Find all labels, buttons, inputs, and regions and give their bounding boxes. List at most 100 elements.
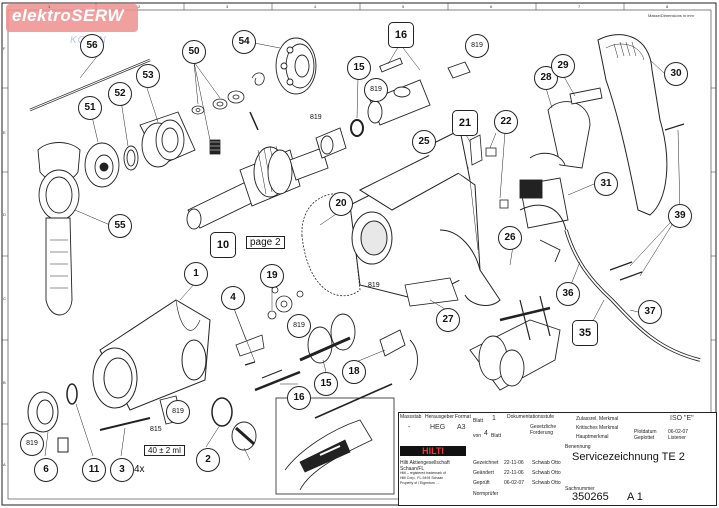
tb-herausgeber-label: Herausgeber: [425, 414, 454, 420]
tb-geaendert-label: Geändert: [473, 470, 494, 476]
callout-37[interactable]: 36: [556, 282, 580, 306]
callout-50[interactable]: 50: [182, 40, 206, 64]
front-cap-part: [27, 383, 78, 453]
label-819-d: 819: [368, 282, 380, 289]
label-819-a: 819: [310, 114, 322, 121]
callout-16[interactable]: 16: [388, 22, 414, 48]
watermark-badge: [6, 4, 138, 32]
tb-geprueft-name: Schwab Otto: [532, 480, 561, 486]
cable-part: [519, 204, 701, 362]
dimension-note: Masse/Dimensions in mm: [648, 13, 694, 18]
callout-27-upper[interactable]: 25: [412, 130, 436, 154]
grid-col-3: 3: [226, 4, 229, 9]
tb-plotdatum-value: 06-02-07: [668, 429, 689, 435]
callout-53[interactable]: 53: [136, 64, 160, 88]
callout-30[interactable]: 29: [551, 54, 575, 78]
tb-geprueft-label: Geprüft: [473, 480, 490, 486]
callout-54[interactable]: 54: [232, 30, 256, 54]
label-815: 815: [150, 426, 162, 433]
nose-housing-part: [92, 299, 211, 411]
tb-von-suffix: Blatt: [491, 433, 502, 439]
tb-benennung-label: Benennung: [565, 444, 591, 450]
label-819-f[interactable]: 819: [20, 432, 44, 456]
bearing-part: [275, 37, 317, 95]
callout-55[interactable]: 55: [108, 214, 132, 238]
tb-massstab-label: Massstab: [400, 414, 422, 420]
callout-29[interactable]: 28: [534, 66, 558, 90]
label-819-b[interactable]: 819: [364, 78, 388, 102]
leaflet-part: [404, 277, 459, 307]
tb-merkmal-3: Hauptmerkmal: [576, 434, 609, 440]
tb-blatt-label: Blatt: [473, 418, 484, 424]
tb-doku-label: Dokumentationsstufe: [507, 414, 554, 420]
callout-31[interactable]: 30: [664, 62, 688, 86]
handle-housing-part: [597, 34, 668, 216]
callout-25[interactable]: 21: [452, 110, 478, 136]
label-819-e[interactable]: 819: [287, 314, 311, 338]
page-ref-label[interactable]: page 2: [246, 236, 285, 249]
callout-19[interactable]: 16: [287, 386, 311, 410]
tb-gezeichnet-label: Gezeichnet: [473, 460, 499, 466]
tb-benennung-value: Servicezeichnung TE 2: [572, 451, 685, 463]
tb-von-label: von: [473, 433, 482, 439]
callout-15[interactable]: 15: [347, 56, 371, 80]
tb-format-value: A3: [457, 424, 466, 431]
callout-1[interactable]: 1: [184, 262, 208, 286]
callout-6[interactable]: 6: [34, 458, 58, 482]
callout-11[interactable]: 11: [82, 458, 106, 482]
tb-projection: ISO "E": [670, 415, 694, 422]
callout-28[interactable]: 27: [436, 308, 460, 332]
screw-parts: [609, 123, 685, 281]
tb-geaendert-date: 22-11-06: [504, 470, 524, 476]
clutch-parts: [84, 111, 196, 188]
callout-20[interactable]: 18: [342, 360, 366, 384]
callout-21[interactable]: 19: [260, 264, 284, 288]
grid-row-c: C: [3, 296, 6, 301]
callout-26[interactable]: 22: [494, 110, 518, 134]
side-handle-part: [37, 142, 81, 316]
callout-52[interactable]: 52: [108, 82, 132, 106]
callout-51[interactable]: 51: [78, 96, 102, 120]
callout-38[interactable]: 37: [638, 300, 662, 324]
callout-18[interactable]: 15: [314, 372, 338, 396]
tb-von-value: 4: [484, 430, 488, 437]
callout-27-lower[interactable]: 26: [498, 226, 522, 250]
watermark-brand: elektroSERW: [12, 6, 124, 25]
label-819-c[interactable]: 819: [465, 34, 489, 58]
callout-10[interactable]: 10: [210, 232, 236, 258]
label-819-g[interactable]: 819: [166, 400, 190, 424]
spindle-part: [186, 145, 329, 230]
gear-shaft-part: [254, 313, 418, 419]
detail-inset: [275, 397, 395, 495]
grid-col-6: 6: [490, 4, 493, 9]
gear-part: [267, 149, 293, 195]
callout-36[interactable]: 35: [572, 320, 598, 346]
tb-blatt-value: 1: [492, 415, 496, 422]
grid-row-f: F: [3, 46, 6, 51]
tb-plotdatum-label: Plotdatum: [634, 429, 657, 435]
grid-col-2: 2: [138, 4, 141, 9]
tb-gezeichnet-date: 22-11-06: [504, 460, 524, 466]
callout-2[interactable]: 2: [196, 448, 220, 472]
callout-3[interactable]: 3: [110, 458, 134, 482]
callout-35[interactable]: 31: [594, 172, 618, 196]
tb-merkmal-1: Zulassrel. Merkmal: [576, 416, 619, 422]
callout-56[interactable]: 56: [80, 34, 104, 58]
tb-sachnummer-label: Sachnummer: [565, 486, 595, 492]
tb-gezeichnet-name: Schwab Otto: [532, 460, 561, 466]
tb-herausgeber-value: HEG: [430, 424, 446, 431]
tb-doku-value: Gesetzliche Forderung: [530, 424, 557, 436]
tb-company: Hilti Aktiengesellschaft Schaan/FL: [400, 460, 450, 472]
tb-sachnummer-value: 350265: [572, 491, 609, 503]
brush-parts: [469, 134, 509, 209]
callout-4[interactable]: 4: [221, 286, 245, 310]
qty-multiplier: 4x: [134, 464, 145, 475]
grid-row-e: E: [3, 130, 6, 135]
callout-22[interactable]: 20: [329, 192, 353, 216]
tb-format-label: Format: [455, 414, 471, 420]
grid-col-7: 7: [578, 4, 581, 9]
tb-merkmal-2: Kritisches Merkmal: [576, 425, 619, 431]
motor-housing-part: [349, 129, 501, 306]
callout-39[interactable]: 39: [668, 204, 692, 228]
